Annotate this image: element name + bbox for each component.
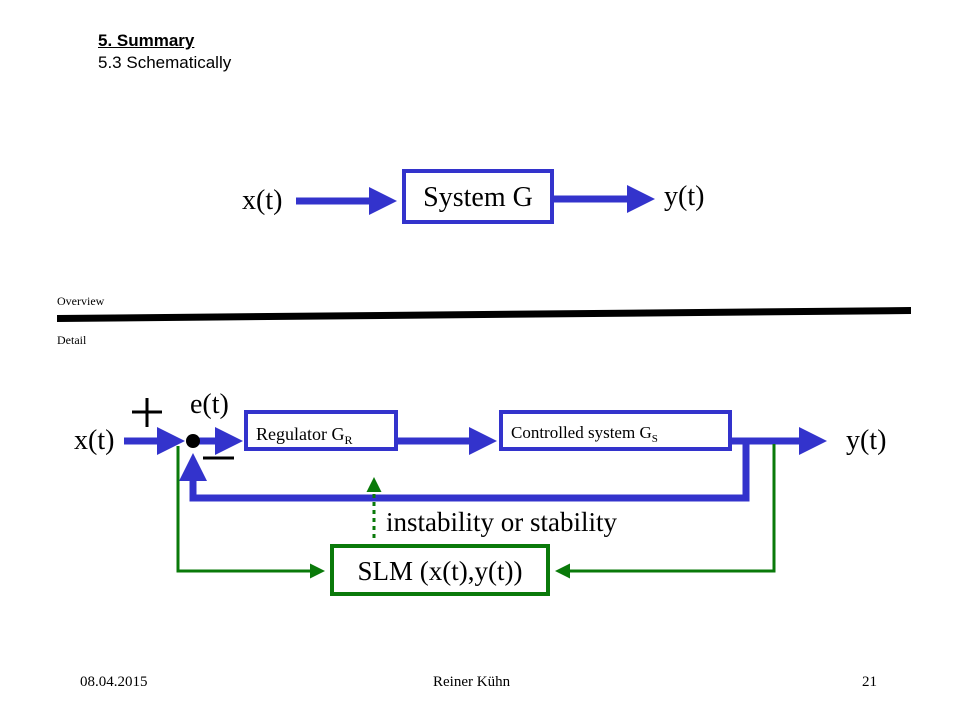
footer-page-number: 21 bbox=[862, 674, 877, 690]
controlled-system-label: Controlled system GS bbox=[511, 423, 658, 445]
overview-diagram: x(t) System G y(t) bbox=[242, 169, 704, 224]
slm-output-line bbox=[555, 444, 776, 579]
summing-junction bbox=[186, 434, 200, 448]
footer-author: Reiner Kühn bbox=[433, 674, 511, 690]
detail-input-label: x(t) bbox=[74, 425, 114, 456]
slm-label: SLM (x(t),y(t)) bbox=[358, 556, 523, 586]
controlled-system-box bbox=[499, 410, 732, 451]
detail-output-label: y(t) bbox=[846, 425, 886, 456]
overview-section-label: Overview bbox=[57, 294, 105, 308]
stability-label: instability or stability bbox=[386, 507, 617, 537]
slm-box bbox=[330, 544, 550, 596]
detail-section-label: Detail bbox=[57, 333, 87, 347]
controlled-system-subscript: S bbox=[652, 433, 658, 445]
error-signal-label: e(t) bbox=[190, 389, 229, 420]
overview-output-label: y(t) bbox=[664, 181, 704, 212]
system-g-label: System G bbox=[423, 182, 533, 213]
slm-input-line bbox=[176, 446, 325, 579]
section-title: 5. Summary bbox=[98, 31, 195, 50]
controlled-system-label-text: Controlled system G bbox=[511, 423, 652, 442]
section-divider bbox=[57, 307, 911, 322]
subsection-title: 5.3 Schematically bbox=[98, 53, 232, 72]
regulator-label-text: Regulator G bbox=[256, 424, 344, 444]
detail-diagram: x(t) e(t) Regulator GR Controlled system… bbox=[74, 389, 886, 596]
slide-heading: 5. Summary 5.3 Schematically bbox=[98, 30, 231, 74]
regulator-subscript: R bbox=[344, 433, 352, 447]
regulator-label: Regulator GR bbox=[256, 424, 353, 447]
footer-date: 08.04.2015 bbox=[80, 674, 148, 690]
regulator-box bbox=[244, 410, 398, 451]
system-g-box bbox=[402, 169, 554, 224]
plus-sign bbox=[132, 398, 162, 427]
overview-input-label: x(t) bbox=[242, 185, 282, 216]
